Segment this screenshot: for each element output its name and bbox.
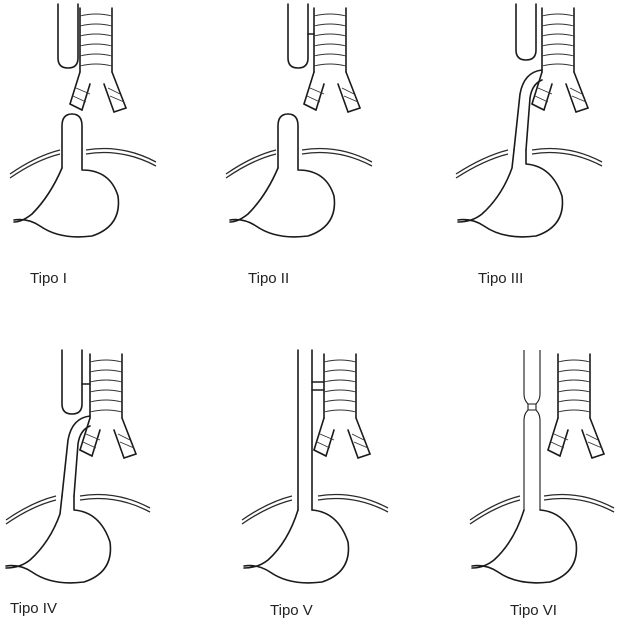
diagram-tipo-v [206,310,412,620]
caption-tipo-ii: Tipo II [248,270,289,287]
diagram-tipo-vi [412,310,618,620]
panel-tipo-iii: Tipo III [412,0,618,310]
caption-tipo-i: Tipo I [30,270,67,287]
lower-esophagus-stomach [230,114,334,237]
diagram-tipo-iii [412,0,618,310]
upper-esophageal-pouch [58,4,78,68]
panel-tipo-v: Tipo V [206,310,412,620]
diaphragm [6,495,150,525]
lower-esophagus-stomach [14,114,118,237]
caption-tipo-vi: Tipo VI [510,602,557,619]
panel-tipo-iv: Tipo IV [0,310,206,620]
panel-tipo-ii: Tipo II [206,0,412,310]
trachea [548,354,604,458]
caption-tipo-v: Tipo V [270,602,313,619]
trachea [532,8,588,112]
upper-esophageal-pouch [516,4,536,60]
caption-tipo-iv: Tipo IV [10,600,57,617]
diagram-tipo-ii [206,0,412,310]
upper-pouch-with-fistula [288,4,314,68]
diaphragm [242,495,388,525]
lower-esophagus-stomach [6,496,110,583]
trachea [80,354,136,458]
diaphragm [470,495,614,525]
caption-tipo-iii: Tipo III [478,270,523,287]
upper-pouch-with-proximal-fistula [62,350,90,414]
panel-tipo-i: Tipo I [0,0,206,310]
distal-tracheoesophageal-fistula [62,416,90,496]
diagram-tipo-iv [0,310,206,620]
trachea [314,354,370,458]
stomach [472,510,576,583]
trachea [304,8,360,112]
diagram-tipo-i [0,0,206,310]
diaphragm [456,149,602,179]
diaphragm [10,149,156,179]
diaphragm [226,149,372,179]
esophageal-stenosis [524,350,540,510]
stomach [244,510,348,583]
panel-tipo-vi: Tipo VI [412,310,618,620]
distal-tracheoesophageal-fistula [514,70,542,150]
